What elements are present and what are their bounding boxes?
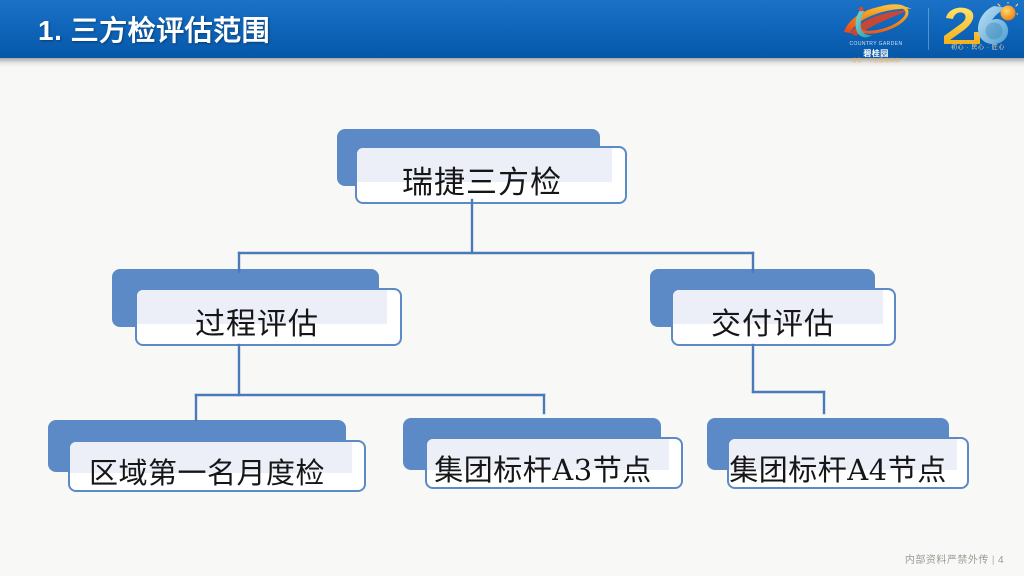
- country-garden-logo-icon: [844, 4, 912, 38]
- node-monthly-check-box: [68, 440, 366, 492]
- node-process-box: [135, 288, 402, 346]
- anniversary-26-logo: 初心 · 民心 · 匠心: [938, 0, 1021, 58]
- node-delivery-box: [671, 288, 896, 346]
- header-drop-shadow: [0, 58, 1024, 67]
- anniversary-26-logo-tagline: 初心 · 民心 · 匠心: [951, 45, 1005, 51]
- node-root[interactable]: 瑞捷三方检: [337, 129, 627, 204]
- node-benchmark-a3[interactable]: 集团标杆A3节点: [403, 418, 683, 489]
- page-title: 1. 三方检评估范围: [38, 15, 271, 46]
- footer-page-number: 4: [997, 555, 1004, 566]
- node-benchmark-a4-text-band: [729, 439, 957, 470]
- node-benchmark-a3-text-band: [427, 439, 669, 470]
- node-delivery-label: 交付评估: [711, 307, 835, 342]
- node-process-label: 过程评估: [195, 307, 319, 342]
- node-benchmark-a4-label: 集团标杆A4节点: [729, 453, 947, 487]
- node-monthly-check-label: 区域第一名月度检: [88, 456, 325, 490]
- footer-separator: |: [991, 555, 995, 566]
- header-bar: [0, 0, 1024, 58]
- node-root-box: [355, 146, 627, 204]
- node-benchmark-a3-label: 集团标杆A3节点: [434, 453, 652, 487]
- node-delivery[interactable]: 交付评估: [650, 269, 896, 346]
- footer-confidential-text: 内部资料严禁外传: [904, 555, 989, 566]
- node-benchmark-a3-box: [425, 437, 683, 489]
- node-monthly-check-text-band: [70, 442, 352, 473]
- node-process[interactable]: 过程评估: [112, 269, 402, 346]
- node-root-text-band: [357, 148, 612, 182]
- node-benchmark-a4-box: [727, 437, 969, 489]
- country-garden-logo-caption-cn: 碧桂园: [863, 49, 889, 58]
- logo-divider: [928, 8, 929, 50]
- node-root-label: 瑞捷三方检: [402, 165, 562, 201]
- node-monthly-check[interactable]: 区域第一名月度检: [48, 420, 366, 492]
- anniversary-26-logo-icon: [944, 0, 1021, 45]
- country-garden-logo-caption-en: COUNTRY GARDEN: [849, 41, 903, 47]
- node-process-text-band: [137, 290, 387, 324]
- node-benchmark-a4[interactable]: 集团标杆A4节点: [707, 418, 969, 489]
- footer: 内部资料严禁外传|4: [905, 551, 1004, 566]
- country-garden-logo-tagline: 给您一个五星级的家: [851, 58, 901, 64]
- country-garden-logo: COUNTRY GARDEN 碧桂园 给您一个五星级的家: [830, 2, 922, 64]
- node-delivery-text-band: [673, 290, 883, 324]
